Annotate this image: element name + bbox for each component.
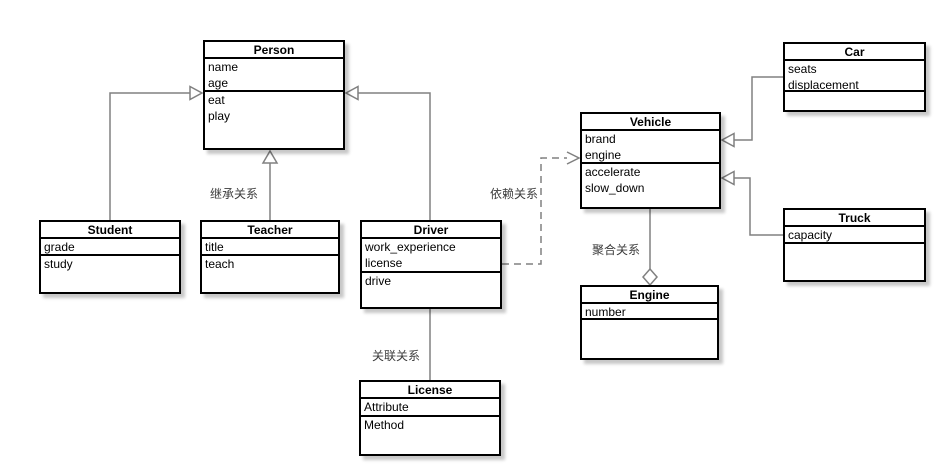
connector-driver-person-inheritance[interactable] xyxy=(344,85,431,221)
class-box-student[interactable]: Student grade study xyxy=(39,220,181,294)
attribute-row: number xyxy=(585,305,626,319)
class-title: Truck xyxy=(785,210,924,227)
class-box-truck[interactable]: Truck capacity xyxy=(783,208,926,282)
class-title: License xyxy=(361,382,499,399)
class-box-license[interactable]: License Attribute Method xyxy=(359,380,501,456)
class-methods xyxy=(582,320,717,358)
class-methods xyxy=(785,92,924,110)
attribute-row: displacement xyxy=(788,78,859,92)
class-box-engine[interactable]: Engine number xyxy=(580,285,719,360)
attribute-row: seats xyxy=(788,62,817,76)
label-dependency-relation: 依赖关系 xyxy=(490,187,539,201)
class-box-teacher[interactable]: Teacher title teach xyxy=(200,220,340,294)
class-methods: eat play xyxy=(205,92,343,148)
class-title: Car xyxy=(785,44,924,61)
attribute-row: name xyxy=(208,60,239,74)
attribute-row: age xyxy=(208,76,229,90)
attribute-row: Attribute xyxy=(364,400,409,414)
connector-driver-vehicle-dependency[interactable] xyxy=(502,151,581,265)
method-row: drive xyxy=(365,274,392,288)
class-attributes: name age xyxy=(205,59,343,92)
class-methods: Method xyxy=(361,417,499,454)
class-attributes: work_experience license xyxy=(362,239,500,273)
connector-teacher-person-inheritance[interactable] xyxy=(261,149,279,220)
class-methods xyxy=(785,244,924,280)
attribute-row: license xyxy=(365,256,403,270)
attribute-row: engine xyxy=(585,148,622,162)
class-box-car[interactable]: Car seats displacement xyxy=(783,42,926,112)
method-row: teach xyxy=(205,257,235,271)
method-row: play xyxy=(208,109,231,123)
method-row: slow_down xyxy=(585,181,645,195)
class-title: Person xyxy=(205,42,343,59)
class-methods: study xyxy=(41,256,179,292)
connector-car-vehicle-inheritance[interactable] xyxy=(720,76,783,148)
class-box-vehicle[interactable]: Vehicle brand engine accelerate slow_dow… xyxy=(580,112,721,209)
method-row: eat xyxy=(208,93,225,107)
class-title: Student xyxy=(41,222,179,239)
class-attributes: seats displacement xyxy=(785,61,924,92)
class-title: Teacher xyxy=(202,222,338,239)
attribute-row: work_experience xyxy=(365,240,456,254)
attribute-row: grade xyxy=(44,240,75,254)
connector-student-person-inheritance[interactable] xyxy=(109,85,204,221)
method-row: accelerate xyxy=(585,165,641,179)
class-attributes: grade xyxy=(41,239,179,256)
class-title: Driver xyxy=(362,222,500,239)
connector-truck-vehicle-inheritance[interactable] xyxy=(720,170,783,236)
class-methods: accelerate slow_down xyxy=(582,164,719,207)
attribute-row: title xyxy=(205,240,224,254)
connector-vehicle-engine-aggregation[interactable] xyxy=(642,209,658,287)
attribute-row: brand xyxy=(585,132,616,146)
label-aggregation-relation: 聚合关系 xyxy=(592,243,641,257)
class-attributes: number xyxy=(582,304,717,320)
class-methods: drive xyxy=(362,273,500,307)
class-box-driver[interactable]: Driver work_experience license drive xyxy=(360,220,502,309)
method-row: Method xyxy=(364,418,405,432)
class-attributes: brand engine xyxy=(582,131,719,164)
label-inheritance-relation: 继承关系 xyxy=(210,187,259,201)
class-attributes: Attribute xyxy=(361,399,499,417)
label-association-relation: 关联关系 xyxy=(372,349,421,363)
class-title: Vehicle xyxy=(582,114,719,131)
class-box-person[interactable]: Person name age eat play xyxy=(203,40,345,150)
class-attributes: title xyxy=(202,239,338,256)
method-row: study xyxy=(44,257,73,271)
class-title: Engine xyxy=(582,287,717,304)
attribute-row: capacity xyxy=(788,228,833,242)
class-methods: teach xyxy=(202,256,338,292)
class-attributes: capacity xyxy=(785,227,924,244)
